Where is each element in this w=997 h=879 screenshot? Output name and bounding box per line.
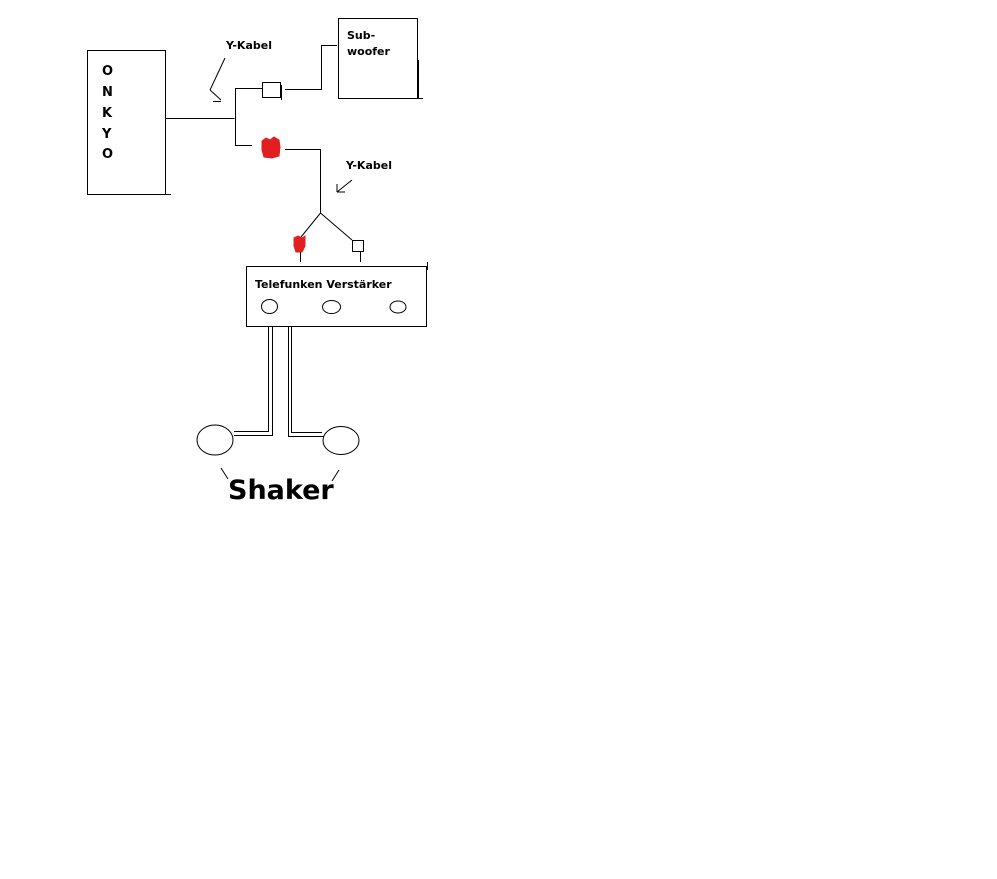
shaker-label: Shaker (228, 475, 334, 506)
amplifier-box (246, 262, 428, 327)
arrow-icon (209, 57, 226, 102)
onkyo-letter: N (102, 85, 113, 100)
subwoofer-cable (285, 45, 337, 90)
shaker-pointer (331, 469, 340, 482)
onkyo-receiver-box (87, 50, 171, 195)
y-cable-label-top: Y-Kabel (226, 39, 272, 52)
shaker-left (196, 424, 234, 456)
onkyo-letter: K (102, 106, 113, 121)
amplifier-label: Telefunken Verstärker (255, 278, 392, 291)
onkyo-letter: Y (102, 127, 112, 142)
amp-knob (389, 300, 407, 314)
shaker-pointer (220, 467, 229, 480)
subwoofer-box (338, 18, 423, 99)
receiver-cable (166, 88, 262, 146)
amp-cable (285, 149, 321, 213)
arrow-icon (336, 179, 353, 193)
shaker-right (322, 426, 360, 455)
subwoofer-label-line2: woofer (347, 45, 390, 58)
amp-knob (261, 299, 278, 314)
white-plug-small (352, 240, 364, 262)
amp-knob (322, 300, 341, 314)
y-cable-label-bottom: Y-Kabel (346, 159, 392, 172)
shaker-cable-left (234, 327, 273, 436)
white-plug-top (262, 82, 282, 100)
red-plug-middle (261, 136, 281, 159)
onkyo-letter: O (102, 147, 114, 162)
red-plug-small (293, 235, 306, 253)
onkyo-letter: O (102, 64, 114, 79)
subwoofer-label-line1: Sub- (347, 29, 376, 42)
y-split (300, 212, 353, 241)
shaker-cable-right (288, 327, 324, 437)
